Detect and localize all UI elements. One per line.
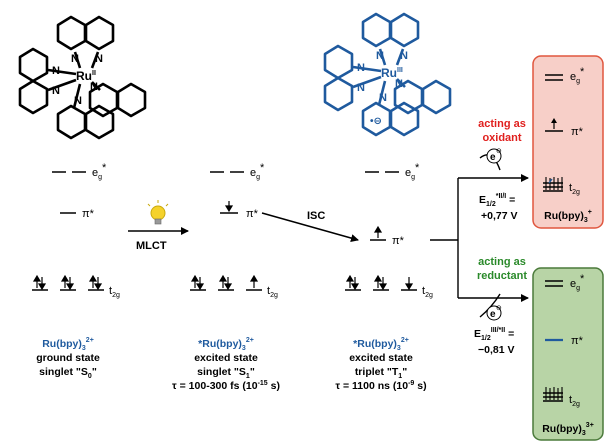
svg-text:acting as: acting as (478, 256, 526, 268)
ru-iii-complex-labels: N N N N N N RuIII •⊖ (357, 50, 408, 127)
electron-icon: e ⊖ (486, 148, 502, 164)
svg-text:−0,81 V: −0,81 V (478, 344, 515, 356)
branch-connector (430, 154, 529, 318)
svg-text:E1/2*II/I =: E1/2*II/I = (479, 193, 515, 208)
level-labels: eg* π* t2g eg* π* t2g eg* π* t2g (82, 162, 433, 299)
n-atom-label: N (400, 50, 408, 62)
svg-text:singlet "S0": singlet "S0" (39, 366, 97, 380)
n-atom-label: N (379, 92, 387, 104)
n-atom-label: N (95, 53, 103, 65)
svg-text:triplet "T1": triplet "T1" (355, 366, 407, 380)
state-caption-singlet-excited: *Ru(bpy)32+ excited state singlet "S1" τ… (172, 337, 280, 392)
svg-text:*Ru(bpy)32+: *Ru(bpy)32+ (353, 337, 409, 352)
mlct-label: MLCT (136, 240, 167, 252)
svg-text:e: e (490, 152, 496, 163)
energy-levels (32, 171, 417, 291)
electron-icon: e ⊖ (486, 305, 502, 321)
reductant-product-formula: Ru(bpy)33+ (542, 422, 594, 437)
reductant-potential: E1/2III/*II = −0,81 V (474, 327, 515, 356)
eg-label: eg* (92, 162, 107, 181)
svg-text:reductant: reductant (477, 270, 527, 282)
svg-text:excited state: excited state (194, 352, 258, 364)
n-atom-label: N (71, 53, 79, 65)
oxidant-product-formula: Ru(bpy)3+ (544, 209, 592, 224)
svg-text:⊖: ⊖ (496, 305, 502, 312)
ru-iii-complex-structure (323, 12, 452, 137)
isc-arrow (261, 212, 359, 242)
n-atom-label: N (376, 50, 384, 62)
ru-ii-complex-labels: N N N N N N RuII (52, 53, 103, 107)
svg-text:*Ru(bpy)32+: *Ru(bpy)32+ (198, 337, 254, 352)
radical-anion-label: •⊖ (370, 116, 382, 127)
state-caption-ground: Ru(bpy)32+ ground state singlet "S0" (36, 337, 100, 380)
electron-spin-arrows (32, 201, 414, 291)
svg-text:+0,77 V: +0,77 V (481, 210, 518, 222)
n-atom-label: N (395, 78, 403, 90)
oxidant-product-panel: eg* π* t2g Ru(bpy)3+ (532, 55, 604, 229)
lightbulb-icon (147, 200, 169, 225)
pi-star-label: π* (571, 126, 584, 138)
eg-label: eg* (570, 273, 585, 292)
svg-text:e: e (490, 309, 496, 320)
pi-star-label: π* (246, 208, 259, 220)
t2g-label: t2g (267, 285, 278, 299)
pi-star-label: π* (82, 208, 95, 220)
n-atom-label: N (90, 81, 98, 93)
eg-label: eg* (570, 66, 585, 85)
t2g-label: t2g (109, 285, 120, 299)
eg-label: eg* (405, 162, 420, 181)
state-caption-triplet-excited: *Ru(bpy)32+ excited state triplet "T1" τ… (335, 337, 426, 392)
svg-text:E1/2III/*II =: E1/2III/*II = (474, 327, 514, 342)
t2g-label: t2g (569, 182, 580, 196)
n-atom-label: N (52, 65, 60, 77)
pi-star-label: π* (392, 235, 405, 247)
svg-text:oxidant: oxidant (482, 132, 521, 144)
n-atom-label: N (357, 62, 365, 74)
svg-text:acting as: acting as (478, 118, 526, 130)
svg-text:excited state: excited state (349, 352, 413, 364)
n-atom-label: N (52, 85, 60, 97)
svg-text:τ = 1100 ns (10-9 s): τ = 1100 ns (10-9 s) (335, 380, 426, 392)
metal-center-label: RuIII (381, 66, 403, 80)
n-atom-label: N (74, 95, 82, 107)
pi-star-label: π* (571, 335, 584, 347)
svg-text:singlet "S1": singlet "S1" (197, 366, 255, 380)
n-atom-label: N (357, 82, 365, 94)
ru-ii-complex-structure (18, 15, 147, 140)
metal-center-label: RuII (76, 69, 96, 83)
svg-text:Ru(bpy)32+: Ru(bpy)32+ (42, 337, 94, 352)
oxidant-potential: E1/2*II/I = +0,77 V (479, 193, 518, 222)
oxidant-label: acting as oxidant (478, 118, 526, 144)
eg-label: eg* (250, 162, 265, 181)
svg-text:ground state: ground state (36, 352, 100, 364)
t2g-label: t2g (422, 285, 433, 299)
svg-text:⊖: ⊖ (496, 148, 502, 155)
isc-label: ISC (307, 210, 325, 222)
t2g-label: t2g (569, 394, 580, 408)
reductant-label: acting as reductant (477, 256, 527, 282)
svg-text:τ = 100-300 fs (10-15 s): τ = 100-300 fs (10-15 s) (172, 380, 280, 392)
reductant-product-panel: eg* π* t2g Ru(bpy)33+ (532, 267, 604, 441)
